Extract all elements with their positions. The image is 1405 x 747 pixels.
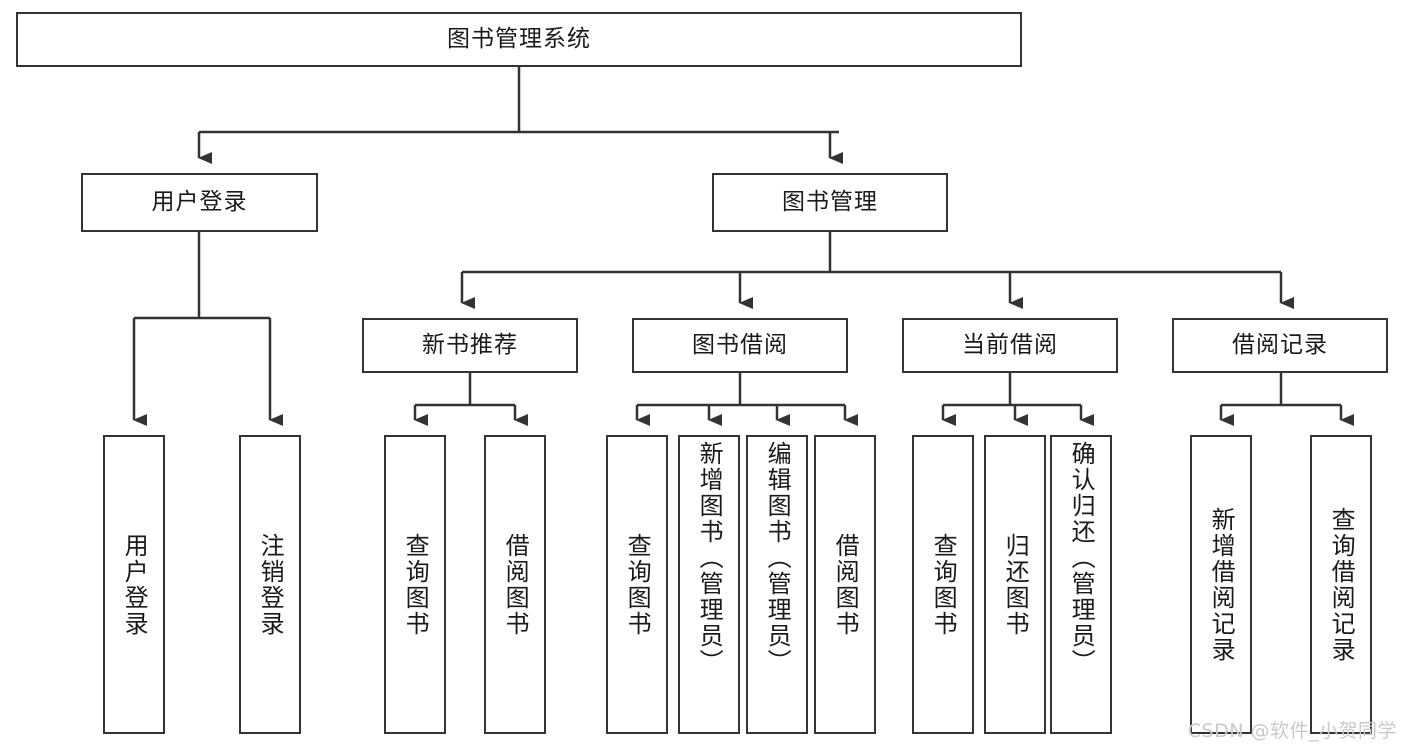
leaf-return-book-label: 归还图书 xyxy=(1001,532,1030,637)
leaf-query-book-rec-label: 查询图书 xyxy=(401,532,430,637)
leaf-query-borrow-record[interactable]: 查询借阅记录 xyxy=(1310,435,1372,734)
leaf-query-book-cur[interactable]: 查询图书 xyxy=(912,435,974,734)
node-book-management[interactable]: 图书管理 xyxy=(712,173,948,232)
leaf-add-book-admin-label: 新增图书（管理员） xyxy=(695,441,724,675)
leaf-edit-book-admin[interactable]: 编辑图书（管理员） xyxy=(746,435,808,734)
node-current-borrow[interactable]: 当前借阅 xyxy=(902,318,1118,373)
leaf-borrow-book-rec[interactable]: 借阅图书 xyxy=(484,435,546,734)
node-borrow-record-label: 借阅记录 xyxy=(1232,332,1328,359)
leaf-user-login[interactable]: 用户登录 xyxy=(103,435,165,734)
node-new-book-recommend[interactable]: 新书推荐 xyxy=(362,318,578,373)
node-book-management-label: 图书管理 xyxy=(782,189,878,216)
leaf-confirm-return-admin-label: 确认归还（管理员） xyxy=(1067,441,1096,675)
leaf-logout[interactable]: 注销登录 xyxy=(239,435,301,734)
leaf-add-borrow-record[interactable]: 新增借阅记录 xyxy=(1190,435,1252,734)
leaf-borrow-book-label: 借阅图书 xyxy=(831,532,860,637)
watermark: CSDN @软件_小贺同学 xyxy=(1187,720,1397,742)
node-book-borrow-label: 图书借阅 xyxy=(692,332,788,359)
node-root-label: 图书管理系统 xyxy=(447,26,591,53)
node-borrow-record[interactable]: 借阅记录 xyxy=(1172,318,1388,373)
leaf-borrow-book[interactable]: 借阅图书 xyxy=(814,435,876,734)
leaf-borrow-book-rec-label: 借阅图书 xyxy=(501,532,530,637)
leaf-query-borrow-record-label: 查询借阅记录 xyxy=(1327,506,1356,663)
leaf-query-book-label: 查询图书 xyxy=(623,532,652,637)
leaf-query-book[interactable]: 查询图书 xyxy=(606,435,668,734)
leaf-logout-label: 注销登录 xyxy=(256,532,285,637)
leaf-add-borrow-record-label: 新增借阅记录 xyxy=(1207,506,1236,663)
leaf-user-login-label: 用户登录 xyxy=(120,532,149,637)
node-current-borrow-label: 当前借阅 xyxy=(962,332,1058,359)
node-root[interactable]: 图书管理系统 xyxy=(16,12,1022,67)
node-new-book-recommend-label: 新书推荐 xyxy=(422,332,518,359)
leaf-add-book-admin[interactable]: 新增图书（管理员） xyxy=(678,435,740,734)
leaf-query-book-cur-label: 查询图书 xyxy=(929,532,958,637)
leaf-query-book-rec[interactable]: 查询图书 xyxy=(384,435,446,734)
node-book-borrow[interactable]: 图书借阅 xyxy=(632,318,848,373)
node-user-login[interactable]: 用户登录 xyxy=(81,173,318,232)
leaf-edit-book-admin-label: 编辑图书（管理员） xyxy=(763,441,792,675)
leaf-confirm-return-admin[interactable]: 确认归还（管理员） xyxy=(1050,435,1112,734)
node-user-login-label: 用户登录 xyxy=(151,189,248,216)
leaf-return-book[interactable]: 归还图书 xyxy=(984,435,1046,734)
